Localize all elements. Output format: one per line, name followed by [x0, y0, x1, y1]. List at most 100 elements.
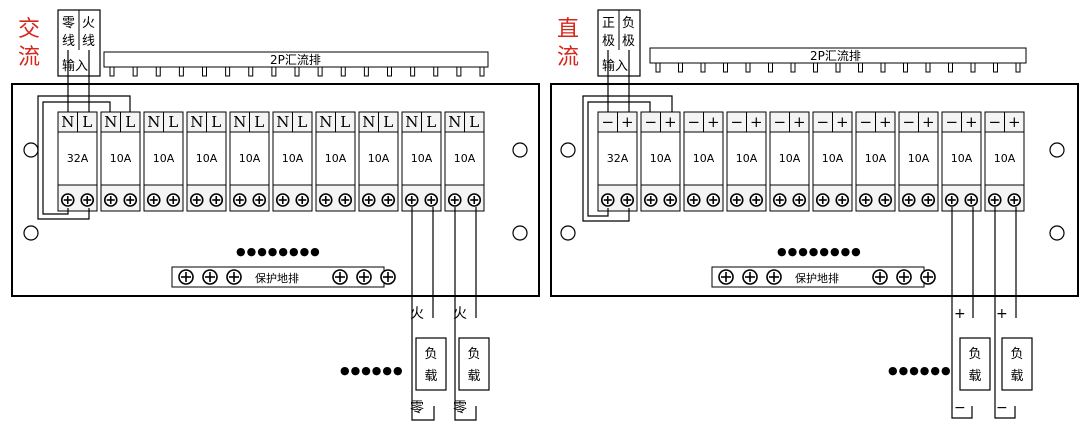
load-bottom-label: − — [996, 400, 1008, 416]
busbar-pin — [387, 66, 392, 77]
busbar-pin — [1015, 62, 1021, 73]
dc-busbar-pins — [655, 62, 1021, 73]
dc-mount-hole-br — [1049, 225, 1065, 241]
breaker: −+10A — [898, 111, 939, 212]
breaker-terminal-label: − — [687, 113, 700, 131]
breaker-terminal-label: N — [319, 113, 332, 131]
terminal-screw — [663, 193, 678, 207]
dc-section: 直 流 正 极 负 极 输入 2P汇流排 −+32A−+10A−+10A−+10… — [550, 9, 1079, 419]
breaker-terminal-label: N — [448, 113, 461, 131]
dc-mount-hole-tl — [560, 142, 576, 158]
ac-input-bottom-label: 输入 — [62, 58, 88, 74]
terminal-screw — [686, 193, 701, 207]
load-label-char-2: 载 — [424, 369, 437, 384]
terminal-screw — [964, 193, 979, 207]
dc-input-positive-char-1: 正 — [602, 16, 615, 31]
terminal-screw — [103, 193, 118, 207]
busbar-pin — [813, 62, 818, 73]
ac-input-live-char-1: 火 — [82, 16, 95, 31]
terminal-screw — [275, 193, 290, 207]
terminal-screw — [901, 193, 916, 207]
busbar-pin — [363, 66, 369, 77]
breaker-body — [315, 131, 356, 186]
breaker-terminal-label: N — [233, 113, 246, 131]
ac-panel-ellipsis: ●●●●●●●● — [236, 245, 321, 258]
busbar-pin — [155, 66, 161, 77]
dc-title-char-1: 直 — [557, 17, 579, 42]
breaker-terminal-label: N — [362, 113, 375, 131]
breaker-rating: 32A — [607, 152, 629, 165]
busbar-pin — [456, 66, 462, 77]
breaker-body — [941, 131, 982, 186]
breaker-terminal-label: L — [469, 113, 479, 131]
terminal-screw — [146, 193, 161, 207]
terminal-screw — [729, 193, 744, 207]
dc-input-negative-char-2: 极 — [622, 34, 635, 49]
terminal-screw — [792, 193, 807, 207]
breaker-terminal-label: − — [601, 113, 614, 131]
ac-wiring — [37, 50, 477, 421]
load-label-char-1: 负 — [968, 347, 981, 362]
load-bottom-label: 零 — [453, 400, 467, 416]
breaker-terminal-label: L — [211, 113, 221, 131]
breaker-rating: 10A — [110, 152, 132, 165]
dc-loads-ellipsis: ●●●●●● — [888, 364, 952, 377]
busbar-pin — [271, 66, 277, 77]
busbar-pin — [790, 62, 796, 73]
dc-ground-screws — [718, 269, 936, 285]
terminal-screw — [643, 193, 658, 207]
terminal-screw — [987, 193, 1002, 207]
breaker-terminal-label: L — [383, 113, 393, 131]
breaker-body — [640, 131, 681, 186]
ac-title-char-2: 流 — [18, 45, 40, 70]
ac-mount-hole-bl — [23, 225, 39, 241]
busbar-pin — [109, 66, 115, 77]
breaker-body — [855, 131, 896, 186]
breaker-terminal-label: − — [859, 113, 872, 131]
breaker-body — [726, 131, 767, 186]
ac-mount-hole-tl — [23, 142, 39, 158]
breaker-terminal-label: − — [988, 113, 1001, 131]
ac-load-wire-1a — [411, 207, 435, 421]
terminal-screw — [189, 193, 204, 207]
breaker-terminal-label: − — [730, 113, 743, 131]
busbar-pin — [745, 62, 751, 73]
breaker-terminal-label: N — [190, 113, 203, 131]
breaker-terminal-label: N — [276, 113, 289, 131]
dc-mount-hole-tr — [1049, 142, 1065, 158]
terminal-screw — [944, 193, 959, 207]
breaker-terminal-label: + — [836, 113, 849, 131]
breaker-body — [358, 131, 399, 186]
terminal-screw — [424, 193, 439, 207]
ground-screw — [718, 269, 734, 285]
busbar-pin — [970, 62, 976, 73]
dc-panel-ellipsis: ●●●●●●●● — [777, 245, 862, 258]
breaker-body — [984, 131, 1025, 186]
busbar-pin — [479, 66, 485, 77]
load-box — [458, 337, 490, 391]
breaker: −+10A — [855, 111, 896, 212]
terminal-screw — [381, 193, 396, 207]
breaker-terminal-label: N — [147, 113, 160, 131]
dc-loads: +负载−+负载− — [954, 306, 1033, 416]
ac-input-neutral-char-1: 零 — [62, 16, 75, 31]
breaker: −+10A — [812, 111, 853, 212]
load-label-char-1: 负 — [424, 347, 437, 362]
ac-busbar-pins — [109, 66, 485, 77]
busbar-pin — [948, 62, 953, 73]
terminal-screw — [295, 193, 310, 207]
breaker: −+10A — [640, 111, 681, 212]
breaker-terminal-label: L — [340, 113, 350, 131]
terminal-screw — [60, 193, 75, 207]
busbar-pin — [294, 66, 300, 77]
terminal-screw — [80, 193, 95, 207]
breaker-rating: 10A — [822, 152, 844, 165]
ac-ground-bar-label: 保护地排 — [255, 271, 299, 285]
terminal-screw — [1007, 193, 1022, 207]
